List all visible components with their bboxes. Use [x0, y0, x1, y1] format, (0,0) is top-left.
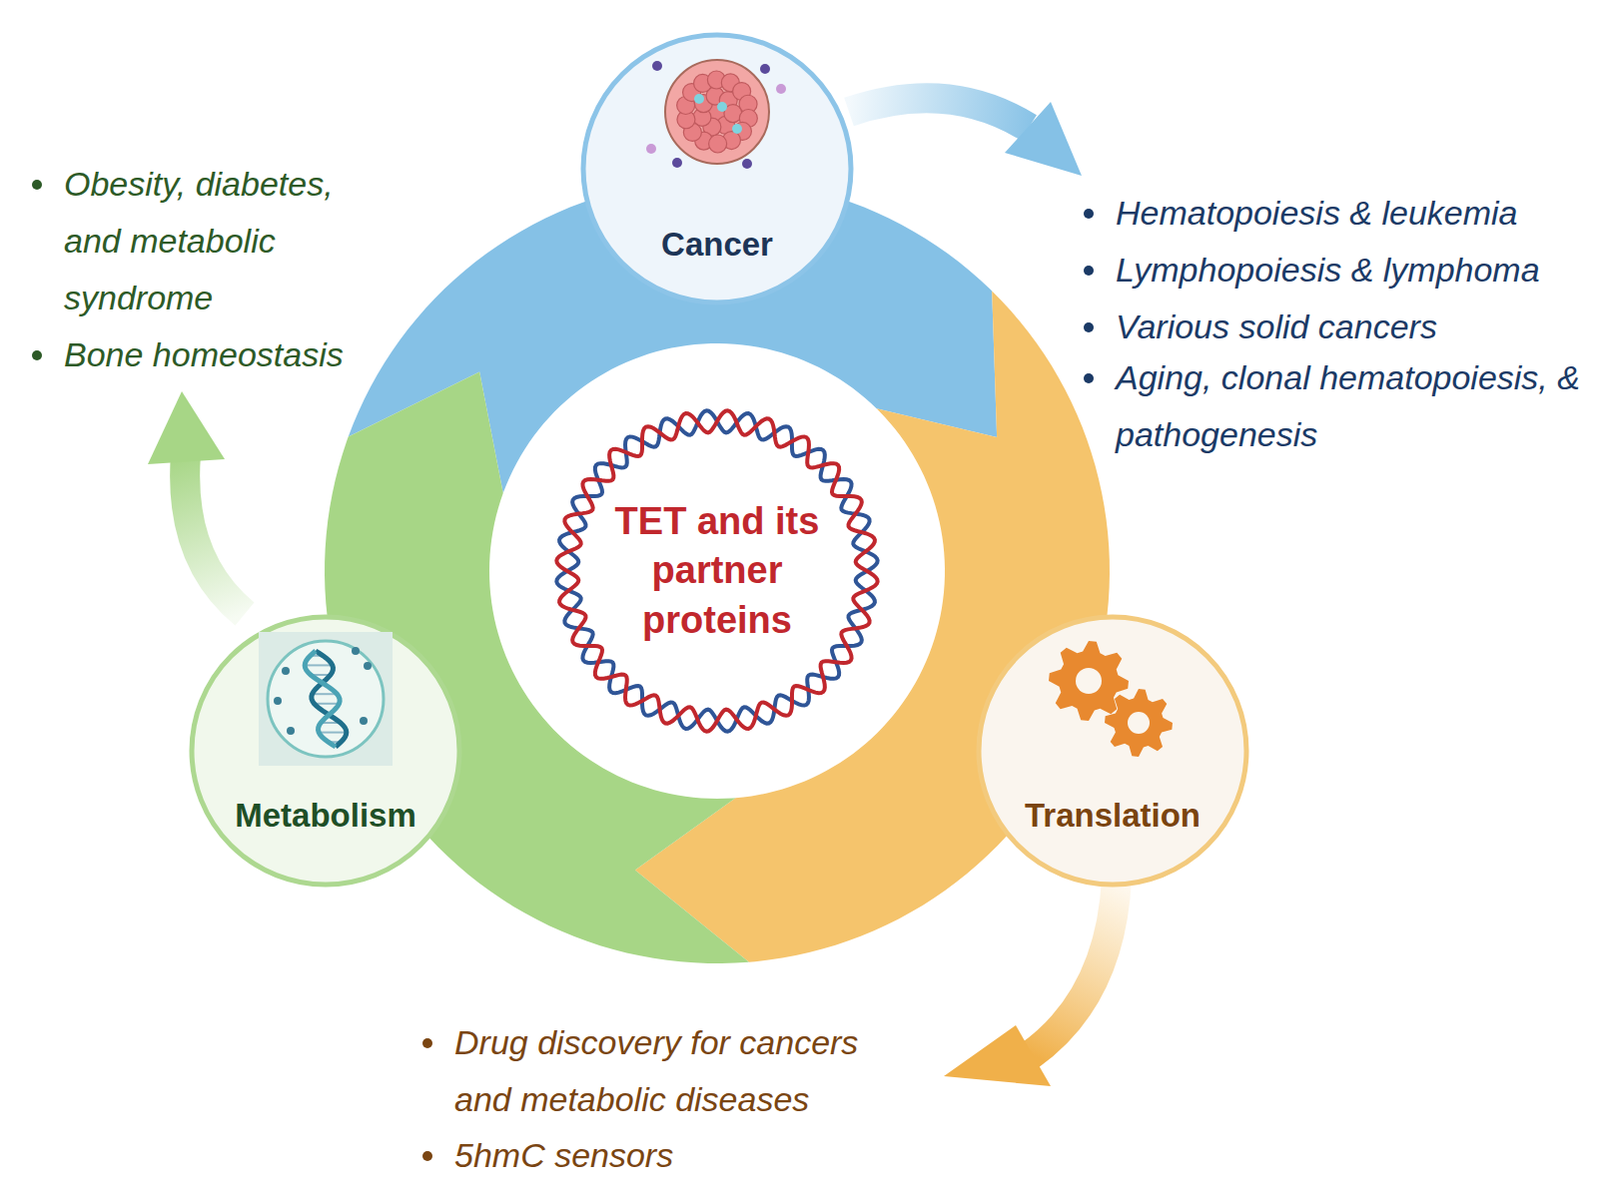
cell-dot [672, 157, 683, 168]
cell-dot [694, 93, 705, 104]
cell-dot [717, 101, 728, 112]
molecule-dot [286, 727, 295, 736]
tumor-cell [709, 134, 728, 153]
bullet-item: Aging, clonal hematopoiesis, & pathogene… [1115, 349, 1594, 464]
node-outline [490, 344, 944, 799]
dna-icon-frame [258, 632, 393, 767]
bullet-dot [1083, 208, 1094, 219]
bullet-text: Drug discovery for cancers and metabolic… [454, 1014, 924, 1129]
molecule-dot [359, 717, 368, 726]
bullet-dot [1083, 265, 1094, 276]
cell-dot [732, 123, 743, 134]
cell-dot [760, 63, 771, 74]
bullet-dot [1083, 322, 1094, 333]
bullet-text: Aging, clonal hematopoiesis, & pathogene… [1115, 349, 1594, 464]
bullet-dot [1083, 373, 1094, 384]
bullet-item: Bone homeostasis [63, 326, 394, 384]
cell-dot [776, 83, 787, 94]
node-label: TET and its partner proteins [592, 497, 842, 646]
cell-dot [742, 158, 753, 169]
bullet-text: Hematopoiesis & leukemia [1115, 184, 1594, 242]
center-circle: TET and its partner proteins [487, 341, 947, 801]
bullet-dot [422, 1038, 433, 1049]
dna-icon-disc [267, 641, 384, 758]
bullet-text: Lymphopoiesis & lymphoma [1115, 241, 1594, 299]
bullet-item: Hematopoiesis & leukemia [1115, 184, 1594, 242]
metabolism-circle: Metabolism [188, 614, 463, 888]
molecule-dot [273, 697, 282, 706]
node-shape [580, 31, 854, 306]
molecule-dot [351, 647, 360, 656]
dna-rung [318, 732, 347, 735]
bullet-dot [31, 350, 42, 361]
bullet-dot [422, 1151, 433, 1162]
node-label: Cancer [661, 224, 774, 265]
node-outline [978, 617, 1247, 885]
bullet-item: Lymphopoiesis & lymphoma [1115, 241, 1594, 299]
bullet-text: Bone homeostasis [63, 326, 394, 384]
dna-strand [304, 651, 340, 748]
node-outline [583, 34, 851, 303]
blue-arrow-head [1004, 101, 1082, 176]
bullet-item: Various solid cancers [1115, 298, 1594, 356]
bullet-item: Obesity, diabetes, and metabolic syndrom… [63, 155, 394, 327]
bullet-item: 5hmC sensors [454, 1127, 924, 1185]
green-arrow-head [147, 391, 225, 465]
green-arrow-shaft [184, 454, 245, 615]
molecule-dot [363, 662, 372, 671]
bullet-item: Drug discovery for cancers and metabolic… [454, 1014, 924, 1129]
bullet-text: 5hmC sensors [454, 1127, 924, 1185]
gear-hole [1075, 668, 1102, 695]
dna-ring-strand [556, 410, 877, 732]
orange-arrow-head [943, 1025, 1051, 1087]
blue-arrow-shaft [848, 97, 1029, 128]
node-label: Metabolism [234, 796, 417, 836]
gear [1104, 689, 1173, 758]
bullet-dot [31, 179, 42, 190]
node-shape [188, 614, 463, 888]
gear-hole [1127, 712, 1150, 735]
cancer-circle: Cancer [580, 31, 854, 306]
node-shape [975, 614, 1250, 888]
molecule-dot [281, 667, 290, 676]
translation-circle: Translation [975, 614, 1250, 888]
dna-ring-strand [556, 410, 877, 732]
gear [1048, 641, 1129, 722]
orange-arrow-shaft [1028, 878, 1117, 1057]
cell-dot [646, 143, 657, 154]
node-label: Translation [1024, 796, 1201, 836]
dna-rung [304, 664, 333, 667]
bullet-text: Various solid cancers [1115, 298, 1594, 356]
cell-dot [652, 60, 663, 71]
bullet-text: Obesity, diabetes, and metabolic syndrom… [63, 155, 394, 327]
tumor-mass [665, 59, 770, 164]
node-outline [191, 617, 460, 885]
